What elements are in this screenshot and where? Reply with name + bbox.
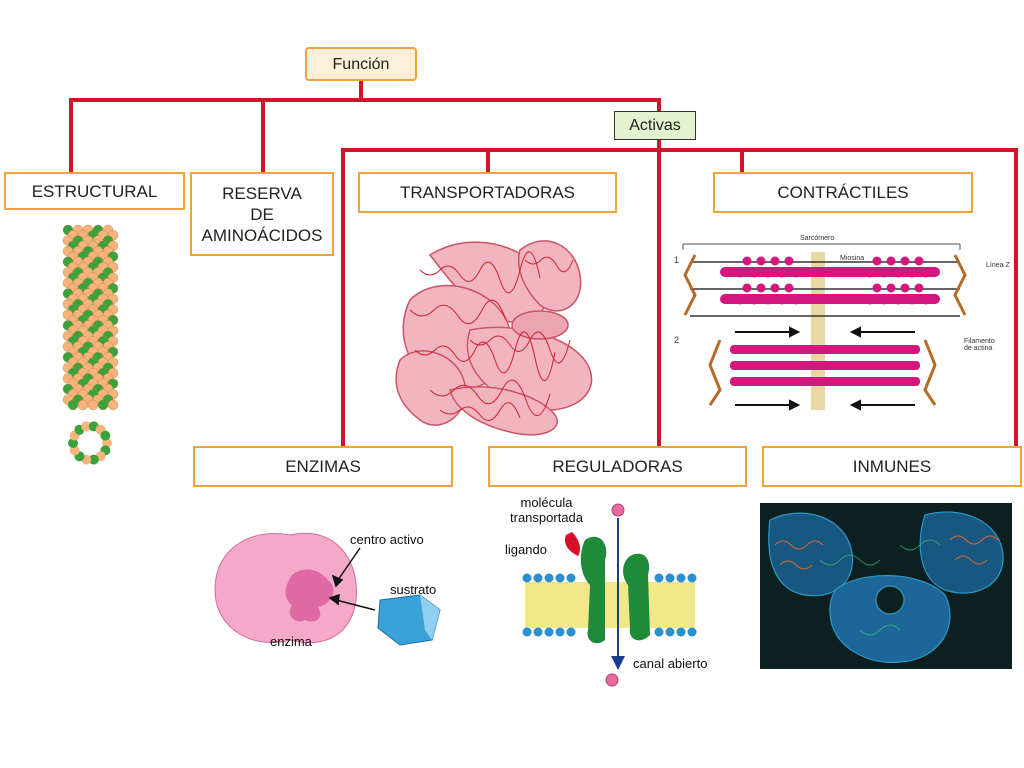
num-2-label: 2: [674, 335, 680, 345]
miosina-label: Miosina: [840, 255, 865, 262]
box-enzimas: ENZIMAS: [193, 446, 453, 487]
box-estructural: ESTRUCTURAL: [4, 172, 185, 210]
box-reserva: RESERVA DE AMINOÁCIDOS: [190, 172, 334, 256]
ligando-label: ligando: [505, 542, 547, 557]
canal-abierto-label: canal abierto: [633, 656, 708, 671]
activas-box: Activas: [614, 111, 696, 140]
box-transportadoras: TRANSPORTADORAS: [358, 172, 617, 213]
sarcomero-label: Sarcómero: [800, 235, 835, 242]
num-1-label: 1: [674, 255, 680, 265]
enzima-label: enzima: [270, 634, 312, 649]
box-contractiles: CONTRÁCTILES: [713, 172, 973, 213]
filamento-label: Filamento de actina: [964, 338, 995, 352]
root-funcion-box: Función: [305, 47, 417, 81]
box-reguladoras: REGULADORAS: [488, 446, 747, 487]
box-inmunes: INMUNES: [762, 446, 1022, 487]
linea-z-label: Línea Z: [986, 262, 1010, 269]
sustrato-label: sustrato: [390, 582, 437, 597]
molecula-label: molécula transportada: [510, 495, 583, 525]
centro-activo-label: centro activo: [350, 532, 424, 547]
